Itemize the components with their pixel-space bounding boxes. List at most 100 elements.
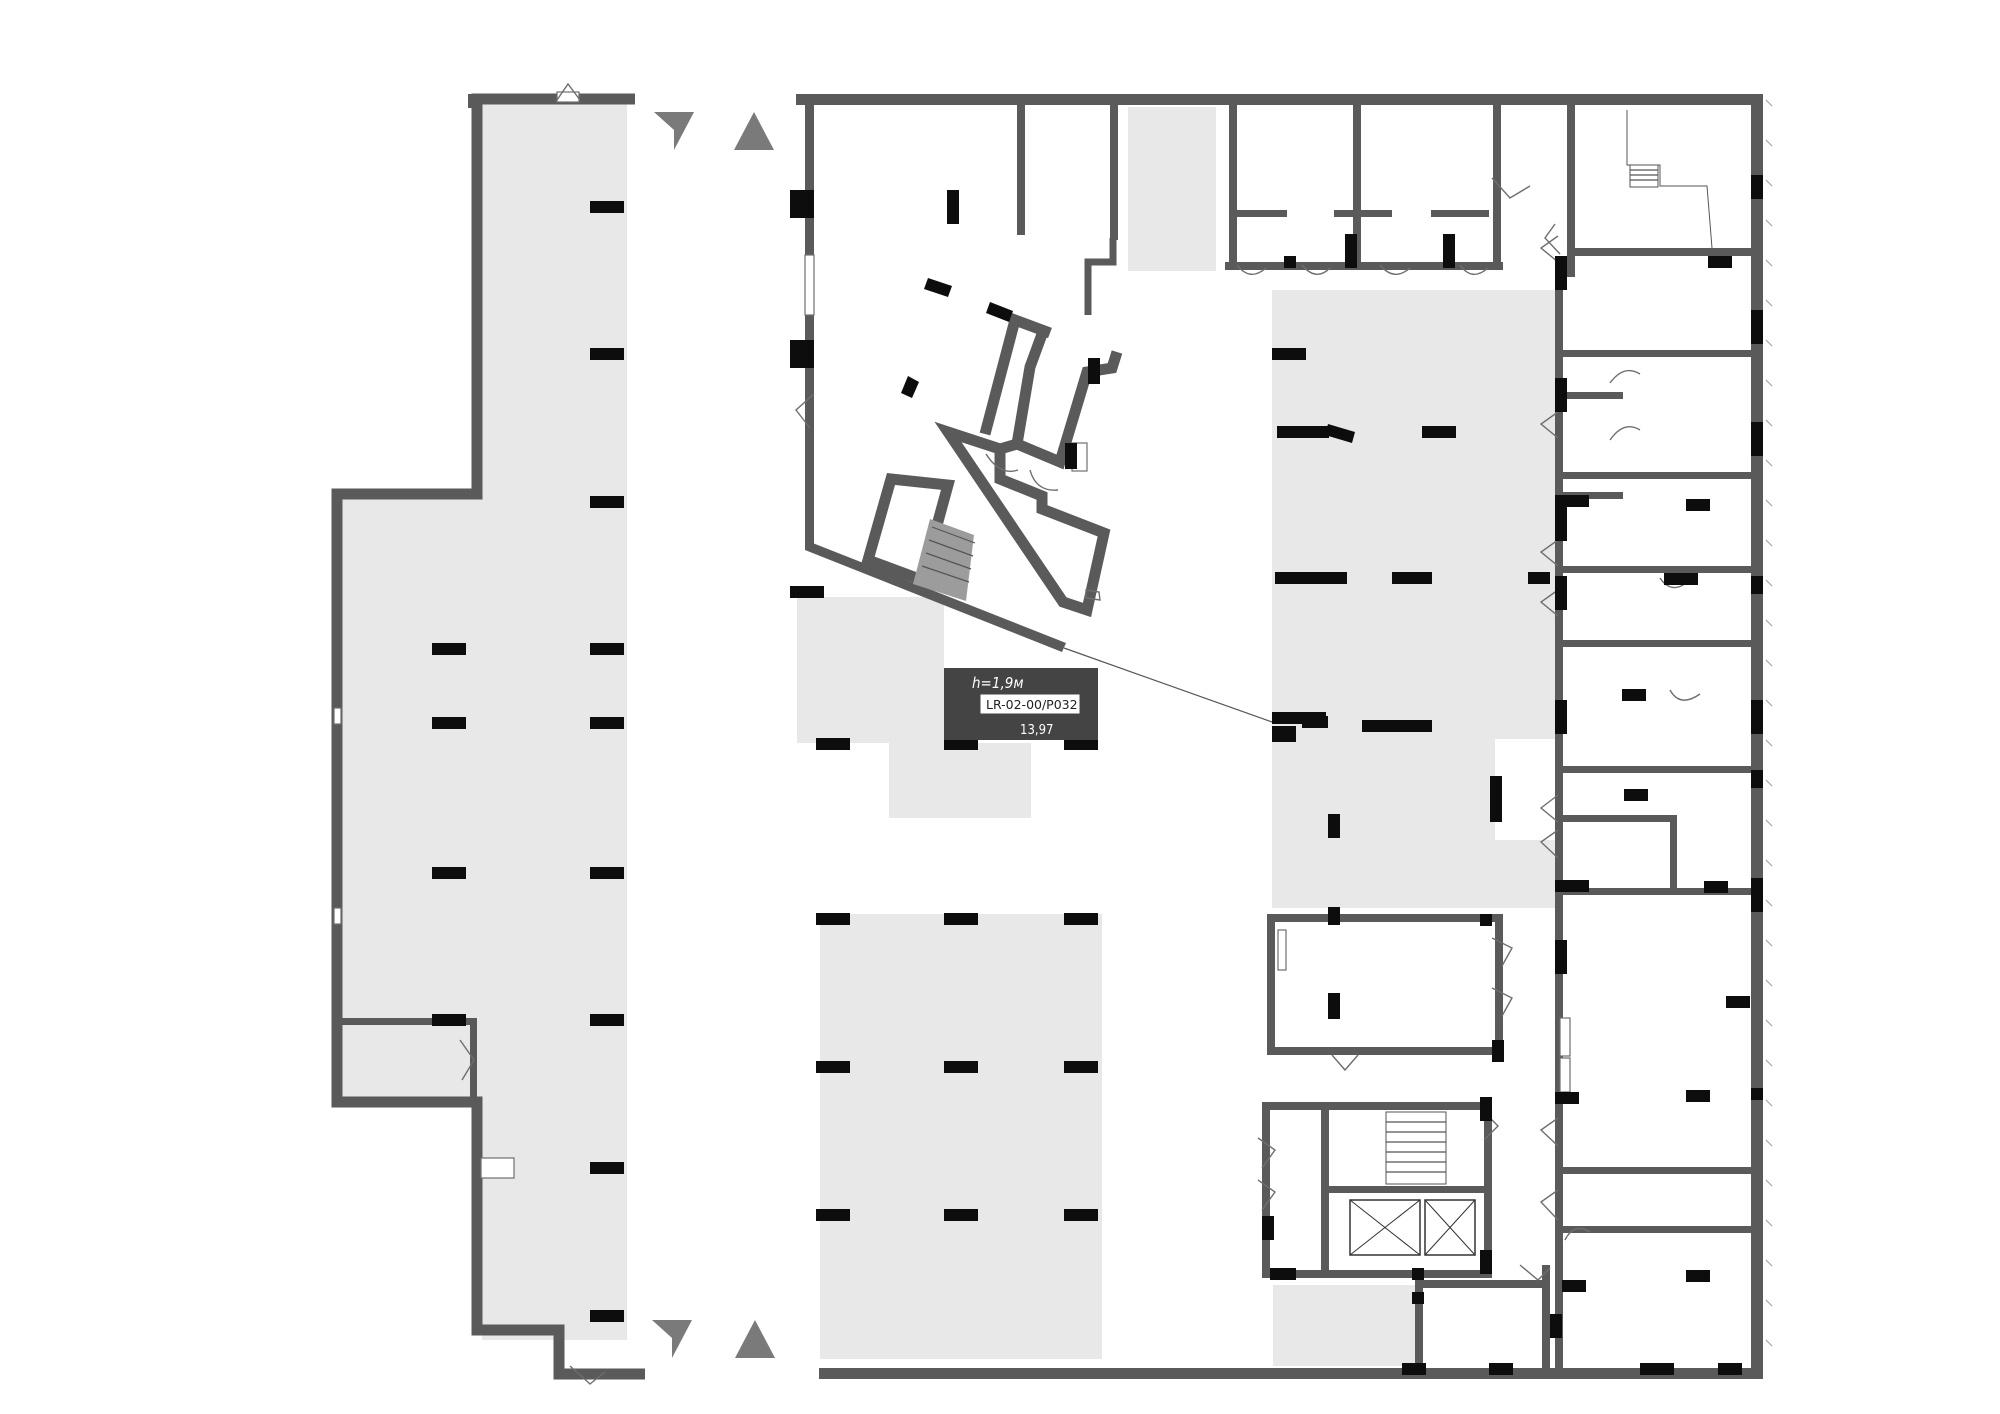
door-swing xyxy=(1519,1264,1551,1281)
column xyxy=(1686,1270,1710,1282)
parking-spot-p032[interactable]: h=1,9м LR-02-00/P032 13,97 xyxy=(944,647,1273,740)
wall xyxy=(1555,472,1753,479)
diagonal-wall xyxy=(805,540,1066,652)
spot-code-label: LR-02-00/P032 xyxy=(986,697,1078,712)
column xyxy=(1489,1363,1513,1375)
wall xyxy=(1334,210,1392,217)
parking-zone-center-left xyxy=(797,597,944,743)
column xyxy=(1302,716,1328,728)
column xyxy=(1064,1209,1098,1221)
traffic-arrows xyxy=(652,112,775,1358)
door-swing xyxy=(1539,1189,1559,1221)
column xyxy=(590,348,624,360)
column xyxy=(1686,499,1710,511)
column xyxy=(590,1162,624,1174)
west-block-details xyxy=(333,82,815,1385)
column xyxy=(1664,573,1698,585)
column xyxy=(1555,378,1567,412)
arrow-up-icon xyxy=(735,1320,775,1358)
column xyxy=(1328,814,1340,838)
door-swing xyxy=(1669,689,1701,701)
arrow-up-icon xyxy=(734,112,774,150)
column xyxy=(1751,576,1763,594)
wall xyxy=(998,438,1019,455)
column xyxy=(1751,175,1763,199)
wall xyxy=(1225,262,1503,270)
wall xyxy=(1262,1102,1270,1278)
spot-area-label: 13,97 xyxy=(1020,723,1053,738)
wall xyxy=(1484,1102,1492,1277)
parking-zone-west-main xyxy=(341,494,627,1098)
column xyxy=(1270,1268,1296,1280)
column xyxy=(1064,1061,1098,1073)
parking-zone-east xyxy=(1272,290,1556,908)
column xyxy=(986,302,1013,322)
column xyxy=(1272,726,1296,742)
column xyxy=(924,278,952,297)
top-wall xyxy=(796,94,1763,105)
exterior-hatch xyxy=(1765,99,1773,1347)
wall xyxy=(1415,1280,1550,1288)
column xyxy=(947,190,959,224)
angled-room-wall xyxy=(1010,324,1123,470)
wall xyxy=(1567,248,1753,256)
column xyxy=(1480,914,1492,926)
elevator-shafts xyxy=(1349,1199,1476,1256)
wall xyxy=(1563,492,1623,499)
column xyxy=(1555,507,1567,541)
inner-west-wall-upper xyxy=(805,105,814,545)
wall xyxy=(1555,350,1753,357)
wall xyxy=(1495,914,1503,1054)
column xyxy=(1528,572,1550,584)
wall xyxy=(1563,392,1623,399)
wall xyxy=(1267,1047,1503,1055)
wall xyxy=(1670,815,1677,895)
parking-zone-west-upper xyxy=(482,104,627,504)
wall xyxy=(1555,1167,1753,1174)
parking-zone-ramp-top xyxy=(1128,107,1216,271)
center-east-rooms xyxy=(1257,914,1551,1368)
column xyxy=(1272,348,1306,360)
column xyxy=(1064,738,1098,750)
stair-flight xyxy=(913,519,974,601)
wall xyxy=(1415,1280,1423,1368)
wall xyxy=(1493,105,1501,268)
arrow-down-icon xyxy=(652,1320,692,1358)
door-swing xyxy=(1491,987,1513,1017)
column xyxy=(1392,720,1432,732)
column xyxy=(590,496,624,508)
door-swing xyxy=(1539,411,1559,439)
column xyxy=(790,340,814,368)
window xyxy=(1559,1017,1571,1057)
column xyxy=(1624,789,1648,801)
column xyxy=(432,643,466,655)
wall xyxy=(1542,1265,1550,1368)
door-swing xyxy=(1539,1117,1559,1147)
column xyxy=(1325,424,1355,443)
column xyxy=(590,867,624,879)
door-swing xyxy=(569,1365,606,1385)
column xyxy=(1492,1040,1504,1062)
column xyxy=(1284,256,1296,268)
door-swing xyxy=(1539,589,1559,617)
parking-zone-bottom-ramp xyxy=(1273,1285,1415,1366)
column xyxy=(1392,572,1432,584)
door-swing xyxy=(1029,469,1059,491)
column xyxy=(590,201,624,213)
column xyxy=(1064,913,1098,925)
column xyxy=(1555,880,1589,892)
wall xyxy=(1555,888,1753,895)
parking-zone-center-bottom xyxy=(820,914,1102,1359)
column xyxy=(1640,1363,1674,1375)
column xyxy=(1555,495,1589,507)
column xyxy=(944,913,978,925)
wall xyxy=(1262,1102,1492,1110)
door-swing xyxy=(1257,1137,1276,1169)
wall-corner xyxy=(468,94,482,108)
wall xyxy=(979,312,1052,436)
arrow-down-icon xyxy=(654,112,694,150)
wall xyxy=(1555,256,1563,1368)
column xyxy=(1328,907,1340,925)
column xyxy=(1708,256,1732,268)
